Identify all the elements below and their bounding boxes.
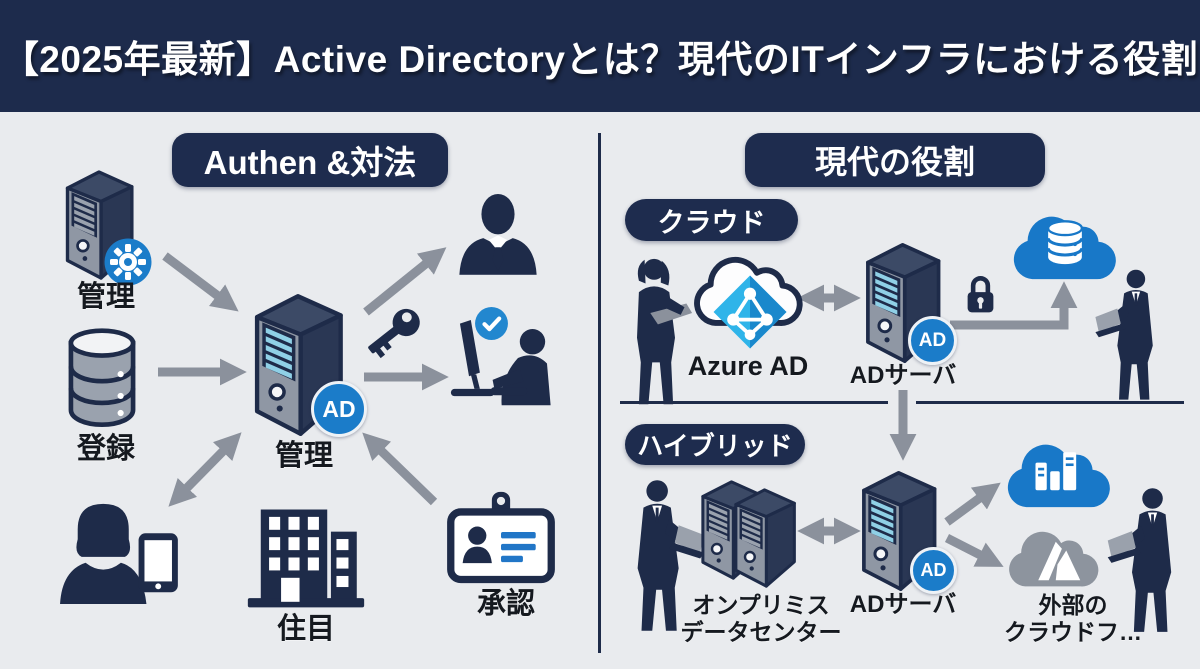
lock-icon: [962, 270, 999, 316]
left-section-badge: Authen &対法: [172, 133, 448, 187]
cloud-section-badge-label: クラウド: [657, 207, 766, 238]
businessman-icon: [452, 192, 544, 275]
ad-badge-bottom-label: AD: [920, 560, 947, 580]
ad-badge-label: AD: [322, 395, 356, 422]
database-label: 登録: [76, 433, 135, 465]
ad-badge: AD: [311, 381, 367, 437]
azure-ad-logo-icon: [712, 274, 788, 350]
external-cloud-label: 外部の クラウドフ…: [1000, 592, 1146, 646]
onprem-label-line1: オンプリミス: [692, 592, 830, 618]
cloud-section-badge: クラウド: [625, 199, 798, 241]
standing-man-laptop-top-icon: [1092, 268, 1168, 403]
ad-badge-bottom: AD: [910, 547, 957, 594]
right-section-badge-label: 現代の役割: [814, 144, 975, 180]
key-icon: [360, 298, 428, 366]
page-title: 【2025年最新】Active Directoryとは？現代のITインフラにおけ…: [1, 39, 1199, 80]
standing-woman-tablet-icon: [618, 256, 694, 408]
azure-ad-label: Azure AD: [687, 351, 809, 381]
external-cloud-label-line1: 外部の: [1038, 592, 1108, 618]
ad-badge-top: AD: [908, 316, 957, 365]
ad-server-bottom-label: ADサーバ: [849, 591, 957, 618]
database-icon: [63, 326, 141, 427]
id-card-label: 承認: [476, 588, 535, 620]
external-cloud-label-line2: クラウドフ…: [1004, 619, 1142, 646]
onprem-label-line2: データセンター: [680, 619, 842, 646]
left-section-badge-label: Authen &対法: [203, 144, 417, 181]
woman-with-tablet-icon: [52, 496, 180, 604]
right-section-badge: 現代の役割: [745, 133, 1045, 187]
onprem-server-front-icon: [731, 486, 798, 590]
bars-glyph-icon: [1032, 447, 1084, 492]
person-at-computer-icon: [440, 318, 576, 409]
building-label: 住目: [276, 613, 335, 645]
header-banner: 【2025年最新】Active Directoryとは？現代のITインフラにおけ…: [0, 0, 1200, 112]
ad-server-top-label: ADサーバ: [849, 362, 957, 389]
vertical-panel-divider: [598, 133, 601, 653]
horizontal-section-divider-left: [620, 401, 888, 404]
id-card-icon: [446, 490, 556, 585]
azure-logo-glyph-icon: [1026, 538, 1082, 584]
building-icon: [246, 502, 366, 613]
standing-man-laptop-bottom-icon: [1104, 486, 1188, 636]
horizontal-section-divider-right: [916, 401, 1184, 404]
hybrid-section-badge: ハイブリッド: [625, 424, 805, 465]
ad-server-label: 管理: [274, 440, 333, 472]
managed-server-label: 管理: [76, 281, 135, 313]
hybrid-section-badge-label: ハイブリッド: [637, 431, 793, 461]
ad-badge-top-label: AD: [918, 329, 947, 351]
database-glyph-icon: [1042, 219, 1088, 268]
onprem-label: オンプリミス データセンター: [678, 592, 844, 646]
